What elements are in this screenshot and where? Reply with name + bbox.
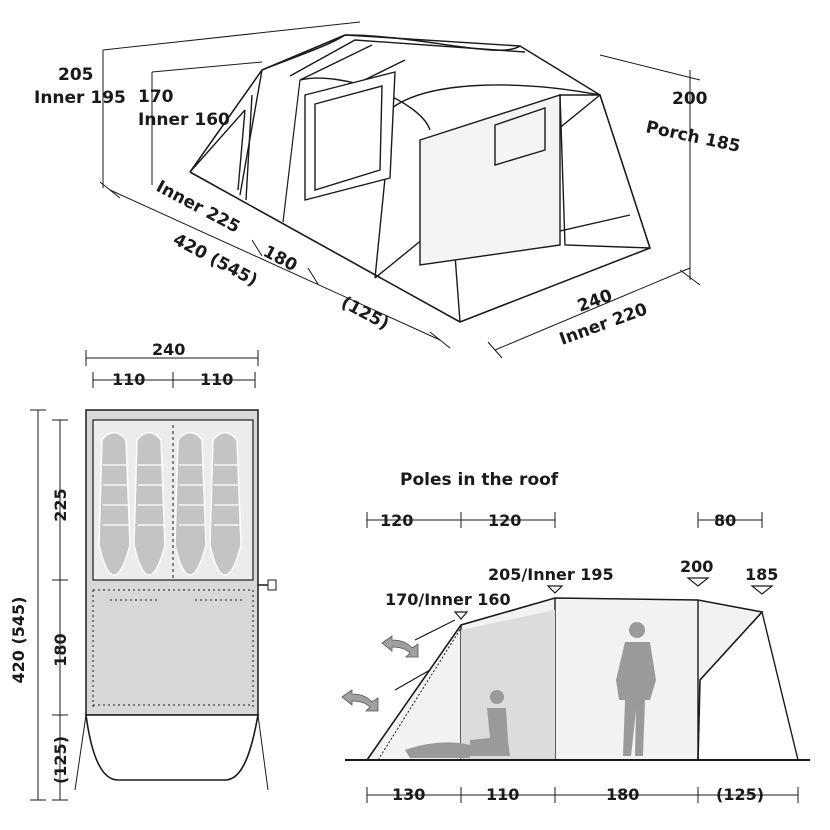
sitting-figure bbox=[470, 690, 510, 756]
floor-width-right: 110 bbox=[200, 370, 233, 389]
standing-figure bbox=[616, 622, 656, 756]
label-height-mid: 170 bbox=[138, 87, 174, 107]
height-porch-b: 185 bbox=[745, 565, 778, 584]
side-view: Poles in the roof 120 120 80 205/Inner 1… bbox=[341, 470, 810, 804]
side-title: Poles in the roof bbox=[400, 470, 559, 490]
floor-plan-dimension-lines bbox=[30, 350, 259, 801]
height-top-label: 205/Inner 195 bbox=[488, 565, 614, 584]
floor-length-porch: (125) bbox=[51, 736, 70, 784]
floor-width-total: 240 bbox=[152, 340, 185, 359]
height-porch-a: 200 bbox=[680, 557, 713, 576]
label-porch-height: 200 bbox=[672, 89, 708, 109]
base-d: (125) bbox=[716, 785, 764, 804]
floor-length-living: 180 bbox=[51, 633, 70, 666]
base-a: 130 bbox=[392, 785, 425, 804]
height-mid-label: 170/Inner 160 bbox=[385, 590, 511, 609]
label-length-total: 420 (545) bbox=[170, 230, 261, 291]
base-b: 110 bbox=[486, 785, 519, 804]
label-height-outer: 205 bbox=[58, 65, 94, 85]
pole-c: 80 bbox=[714, 511, 736, 530]
tent-3d-dimension-lines bbox=[99, 21, 701, 359]
vent-arrows bbox=[341, 635, 419, 712]
label-porch-height-inner: Porch 185 bbox=[644, 117, 742, 157]
base-c: 180 bbox=[606, 785, 639, 804]
label-length-mid: 180 bbox=[260, 242, 301, 276]
label-length-porch: (125) bbox=[338, 293, 392, 335]
sleeping-bags bbox=[98, 431, 242, 576]
pole-a: 120 bbox=[380, 511, 413, 530]
label-height-outer-inner: Inner 195 bbox=[34, 88, 126, 108]
pole-b: 120 bbox=[488, 511, 521, 530]
floor-length-total: 420 (545) bbox=[9, 597, 28, 684]
floor-width-left: 110 bbox=[112, 370, 145, 389]
tent-3d-view bbox=[189, 34, 651, 323]
label-height-mid-inner: Inner 160 bbox=[138, 110, 230, 130]
side-dimension-lines bbox=[366, 512, 799, 803]
porch-area bbox=[85, 714, 259, 781]
sleeping-bag-side bbox=[405, 742, 470, 758]
label-length-inner: Inner 225 bbox=[153, 177, 243, 238]
floor-length-bedroom: 225 bbox=[51, 488, 70, 521]
floor-plan: 240 110 110 420 (545) 225 180 (125) bbox=[9, 340, 277, 801]
